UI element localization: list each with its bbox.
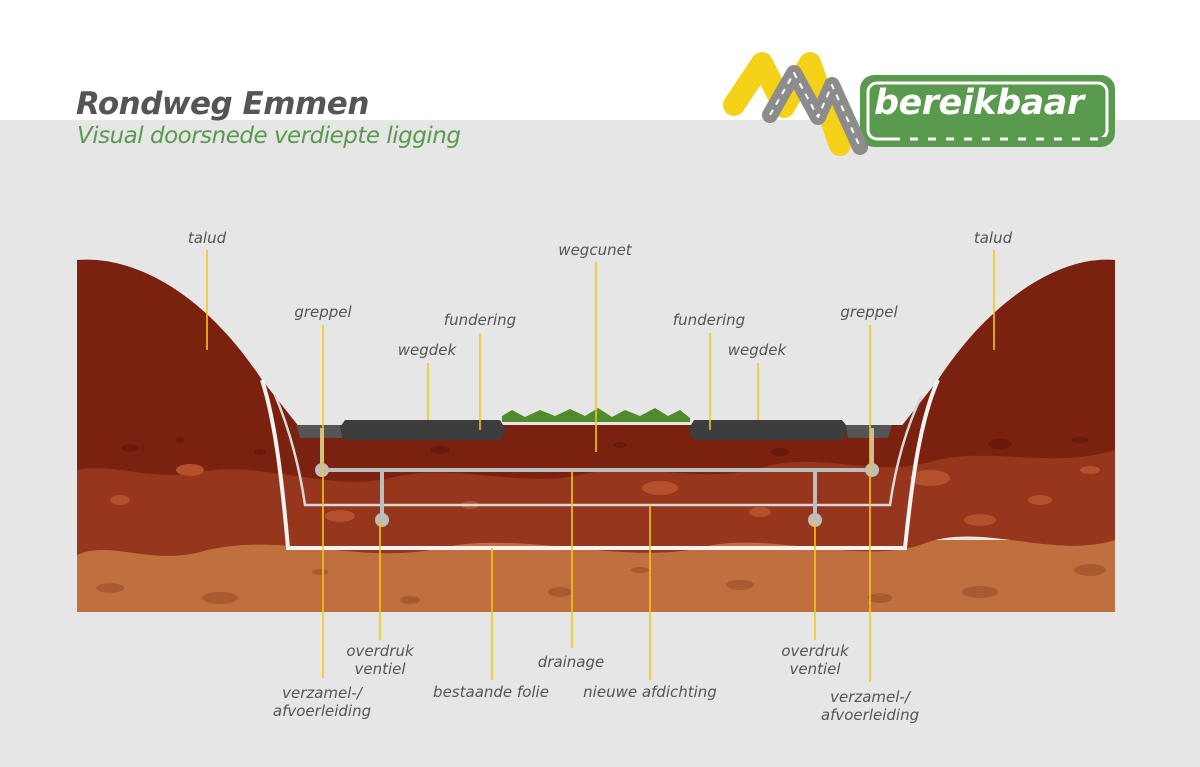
- verzamel-node-right: [865, 463, 879, 477]
- label-verzamel-right-line2: afvoerleiding: [820, 706, 920, 724]
- light-soil-layer: [77, 540, 1115, 612]
- bereikbaar-logo: [723, 52, 1115, 156]
- label-verzamel-left-line2: afvoerleiding: [272, 702, 372, 720]
- overdruk-ventiel-left: [375, 513, 389, 527]
- label-talud-left: talud: [187, 229, 227, 247]
- wegdek-right: [688, 420, 850, 440]
- logo-m-yellow: [723, 52, 851, 156]
- left-talud-hill: [77, 259, 300, 428]
- label-drainage: drainage: [537, 653, 605, 671]
- verzamel-node-left: [315, 463, 329, 477]
- soil-speckles-light: [96, 564, 1106, 604]
- label-verzamel-left: verzamel-/ afvoerleiding: [273, 684, 371, 720]
- label-greppel-right: greppel: [840, 303, 898, 321]
- label-fundering-right: fundering: [672, 311, 746, 329]
- wegdek-left: [338, 420, 506, 440]
- label-fundering-left: fundering: [443, 311, 517, 329]
- greppel-right-shape: [846, 425, 892, 438]
- label-nieuwe-afdichting: nieuwe afdichting: [583, 683, 717, 701]
- label-bestaande-folie: bestaande folie: [433, 683, 549, 701]
- label-overdruk-right-line1: overdruk: [781, 642, 849, 660]
- page-title: Rondweg Emmen: [76, 86, 369, 122]
- label-overdruk-ventiel-right: overdruk ventiel: [781, 642, 848, 678]
- label-wegdek-left: wegdek: [397, 341, 457, 359]
- label-overdruk-ventiel-left: overdruk ventiel: [346, 642, 413, 678]
- label-verzamel-left-line1: verzamel-/: [282, 684, 362, 702]
- soil-speckles-dark: [122, 437, 1088, 456]
- greppel-left-shape: [296, 425, 342, 438]
- logo-road-markings: [769, 72, 861, 148]
- logo-text: bereikbaar: [874, 83, 1084, 123]
- logo-sign-bg: [860, 75, 1115, 147]
- logo-sign-border: [866, 81, 1109, 141]
- label-overdruk-left-line2: ventiel: [354, 660, 406, 678]
- label-greppel-left: greppel: [294, 303, 352, 321]
- bestaande-folie-line: [260, 379, 940, 550]
- right-talud-hill: [900, 259, 1115, 428]
- label-overdruk-left-line1: overdruk: [346, 642, 414, 660]
- label-verzamel-right: verzamel-/ afvoerleiding: [821, 688, 919, 724]
- label-overdruk-right-line2: ventiel: [789, 660, 841, 678]
- leader-lines: [206, 250, 995, 682]
- nieuwe-afdichting-line: [273, 394, 924, 507]
- upper-soil-band: [77, 425, 1115, 482]
- page-subtitle: Visual doorsnede verdiepte ligging: [77, 123, 461, 149]
- label-wegcunet: wegcunet: [558, 241, 632, 259]
- label-wegdek-right: wegdek: [727, 341, 787, 359]
- label-verzamel-right-line1: verzamel-/: [830, 688, 910, 706]
- soil-speckles-mid: [110, 464, 1100, 526]
- label-talud-right: talud: [973, 229, 1013, 247]
